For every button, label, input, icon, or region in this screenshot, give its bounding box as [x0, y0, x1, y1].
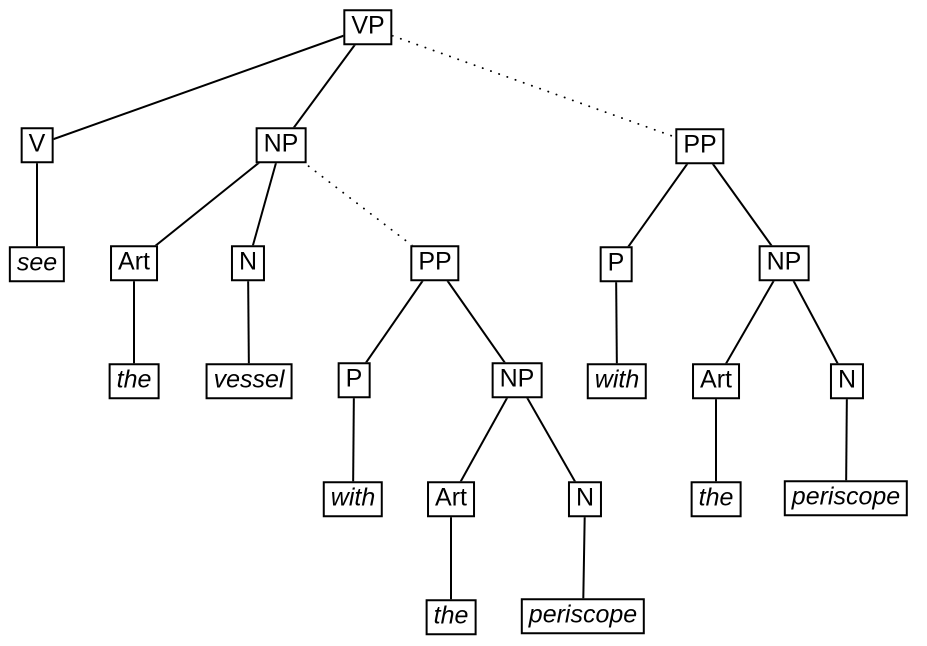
tree-node-the-left: the: [108, 363, 160, 399]
tree-node-with-right: with: [586, 363, 648, 399]
tree-edge-np-mid-art-mid: [450, 379, 518, 500]
tree-edge-pp-mid-p-mid: [353, 262, 436, 381]
tree-node-art-left: Art: [110, 245, 158, 281]
tree-node-np-left: NP: [255, 127, 307, 163]
tree-node-with-mid: with: [322, 481, 384, 517]
tree-node-np-right: NP: [758, 245, 810, 281]
tree-node-art-right: Art: [692, 363, 740, 399]
tree-node-p-mid: P: [337, 362, 371, 398]
tree-edge-n-right-periscope-right: [845, 380, 848, 499]
tree-node-see: see: [8, 246, 66, 282]
tree-edge-pp-mid-np-mid: [434, 262, 518, 381]
tree-edge-np-right-n-right: [783, 262, 848, 382]
tree-edge-p-mid-with-mid: [352, 379, 355, 500]
tree-node-pp-right: PP: [675, 128, 725, 164]
tree-edge-vp-np-left: [280, 26, 369, 146]
tree-node-np-mid: NP: [491, 362, 543, 398]
tree-edge-n-left-vessel: [247, 262, 250, 382]
tree-node-periscope-right: periscope: [783, 480, 909, 516]
tree-edge-np-mid-n-mid: [516, 379, 586, 500]
tree-edge-np-right-art-right: [715, 262, 785, 382]
tree-node-p-right: P: [599, 246, 633, 282]
tree-node-art-mid: Art: [427, 481, 475, 517]
tree-node-vp: VP: [343, 9, 393, 45]
tree-edge-np-left-n-left: [247, 144, 282, 264]
tree-edge-vp-pp-right-alternative: [367, 26, 701, 147]
tree-node-the-mid: the: [425, 599, 477, 635]
tree-edge-np-left-art-left: [133, 144, 282, 264]
tree-node-n-left: N: [230, 245, 266, 281]
tree-node-the-right: the: [690, 481, 742, 517]
tree-node-n-mid: N: [567, 481, 603, 517]
tree-node-periscope-mid: periscope: [520, 598, 646, 634]
tree-edge-pp-right-p-right: [615, 145, 701, 265]
tree-edge-pp-right-np-right: [699, 145, 785, 264]
tree-node-vessel: vessel: [205, 363, 293, 399]
tree-node-v: V: [20, 127, 54, 163]
tree-edge-n-mid-periscope-mid: [582, 498, 586, 617]
tree-node-n-right: N: [829, 363, 865, 399]
tree-edge-vp-v: [36, 26, 369, 146]
tree-edge-p-right-with-right: [615, 263, 618, 382]
tree-node-pp-mid: PP: [410, 245, 460, 281]
